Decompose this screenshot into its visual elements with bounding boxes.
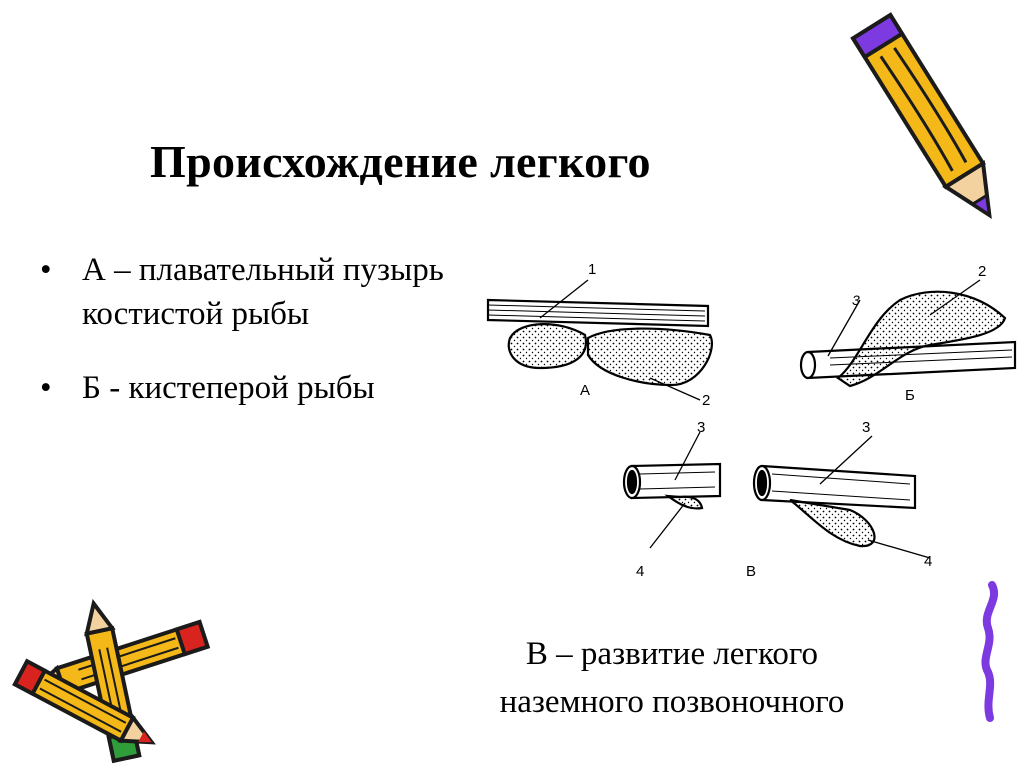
- panel-a-drawing: [486, 279, 713, 401]
- caption-line-1: В – развитие легкого: [525, 636, 819, 672]
- bullet-list: • А – плавательный пузырь костистой рыбы…: [40, 248, 460, 410]
- panel-b-label: Б: [905, 387, 915, 404]
- panel-a-label-2: 2: [702, 392, 710, 409]
- bullet-marker: •: [40, 252, 52, 288]
- caption-line-2: наземного позвоночного: [499, 684, 845, 720]
- slide-title: Происхождение легкого: [150, 136, 651, 187]
- panel-a-label-1: 1: [588, 261, 596, 278]
- bullet-item-b: • Б - кистеперой рыбы: [40, 366, 460, 410]
- panel-v-right-label-3: 3: [862, 419, 870, 436]
- bullet-item-a: • А – плавательный пузырь костистой рыбы: [40, 248, 460, 336]
- panel-b-label-2: 2: [978, 263, 986, 280]
- panel-v-right-drawing: [752, 435, 931, 559]
- panel-v-right-label-4: 4: [924, 553, 932, 570]
- bullet-text-a: А – плавательный пузырь костистой рыбы: [82, 252, 444, 332]
- panel-a-label: А: [580, 382, 590, 399]
- panel-v-label: В: [746, 563, 756, 580]
- panel-b-label-3: 3: [852, 292, 860, 308]
- panel-v-left-label-4: 4: [636, 563, 644, 580]
- panel-v-left-drawing: [622, 431, 722, 549]
- panel-b-drawing: [799, 279, 1017, 388]
- bullet-text-b: Б - кистеперой рыбы: [82, 370, 375, 406]
- panel-v-left-label-3: 3: [697, 419, 705, 436]
- caption: В – развитие легкого наземного позвоночн…: [462, 630, 882, 726]
- bullet-marker: •: [40, 370, 52, 406]
